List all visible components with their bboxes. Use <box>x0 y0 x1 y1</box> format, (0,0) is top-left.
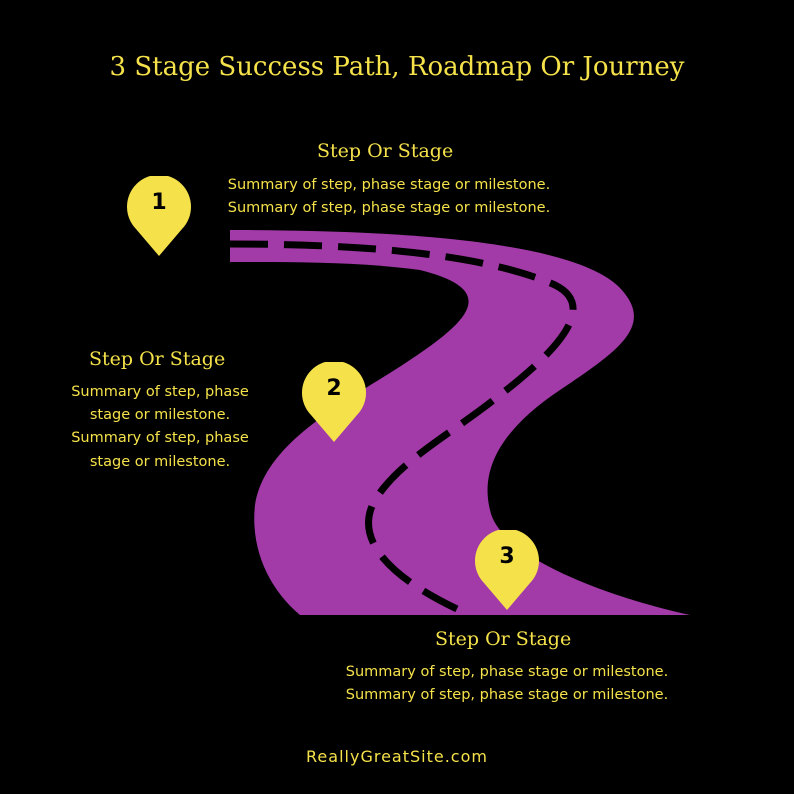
stage-2-heading: Step Or Stage <box>89 348 226 370</box>
footer-website: ReallyGreatSite.com <box>306 747 488 766</box>
map-pin-icon <box>302 360 366 442</box>
stage-3-summary: Summary of step, phase stage or mileston… <box>318 661 696 707</box>
stage-1-summary: Summary of step, phase stage or mileston… <box>200 174 578 220</box>
road-surface <box>230 230 690 615</box>
stage-2-marker: 2 <box>302 360 366 442</box>
page-title: 3 Stage Success Path, Roadmap Or Journey <box>109 52 685 82</box>
stage-3-number: 3 <box>499 544 515 569</box>
stage-3-line-1: Summary of step, phase stage or mileston… <box>345 664 669 680</box>
stage-1-line-2: Summary of step, phase stage or mileston… <box>227 200 551 217</box>
stage-2-line-2: stage or milestone. <box>89 407 231 424</box>
stage-1-marker: 1 <box>127 174 191 256</box>
map-pin-icon <box>475 528 539 610</box>
stage-3-line-2: Summary of step, phase stage or mileston… <box>345 687 669 704</box>
stage-1-line-1: Summary of step, phase stage or mileston… <box>227 177 551 193</box>
stage-3-marker: 3 <box>475 528 539 610</box>
road-center-dashes <box>229 240 577 619</box>
stage-1-number: 1 <box>151 190 167 215</box>
stage-1-heading: Step Or Stage <box>317 140 454 162</box>
stage-2-summary: Summary of step, phase stage or mileston… <box>55 381 265 474</box>
stage-3-heading: Step Or Stage <box>435 628 572 650</box>
stage-2-line-4: stage or milestone. <box>89 453 231 470</box>
stage-2-line-3: Summary of step, phase <box>71 430 249 447</box>
stage-2-number: 2 <box>326 376 342 401</box>
map-pin-icon <box>127 174 191 256</box>
stage-2-line-1: Summary of step, phase <box>71 384 249 400</box>
